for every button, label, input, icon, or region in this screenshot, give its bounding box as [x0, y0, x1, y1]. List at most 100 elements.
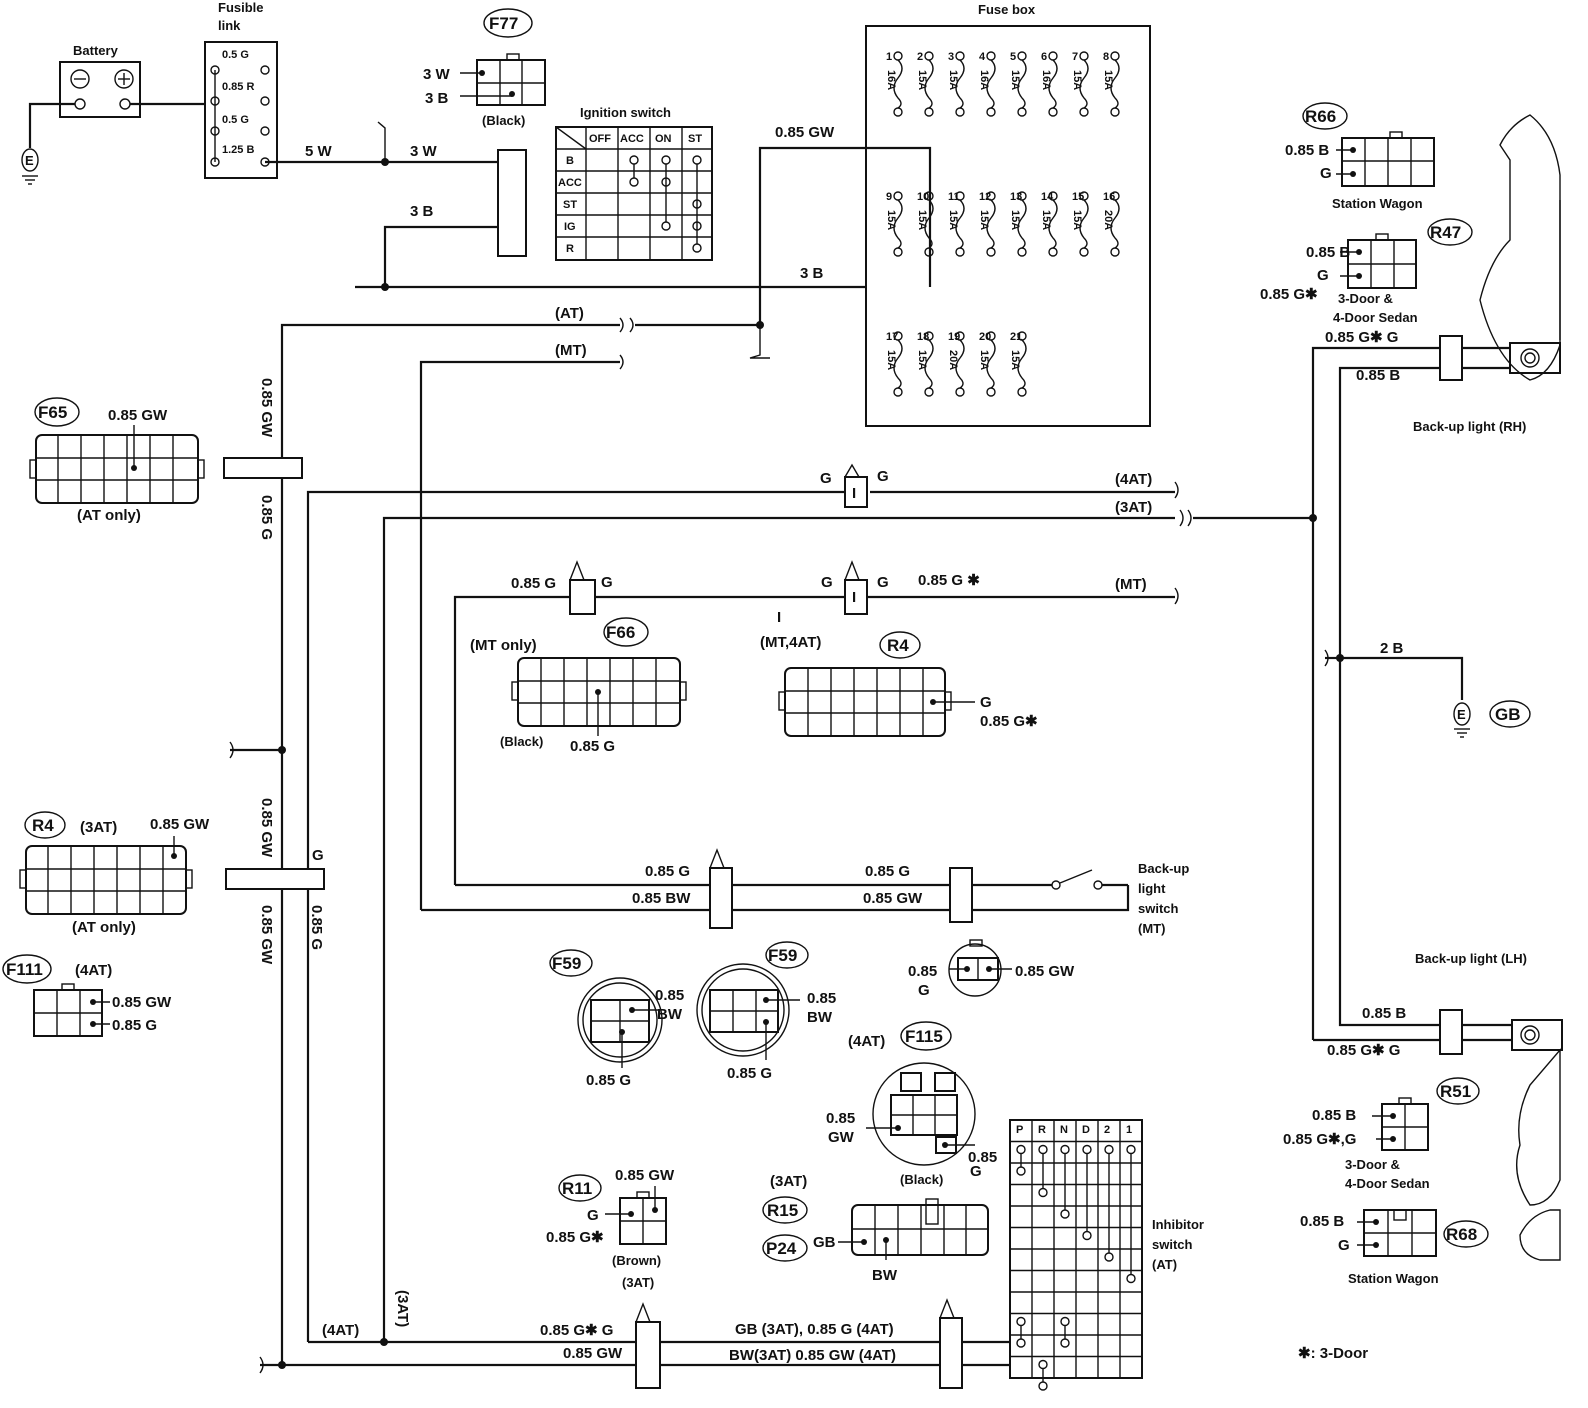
- svg-text:(MT): (MT): [1138, 921, 1165, 936]
- svg-text:F77: F77: [489, 14, 518, 33]
- svg-text:0.85 GW: 0.85 GW: [258, 905, 275, 965]
- svg-text:G: G: [1338, 1237, 1350, 1254]
- backup-switch-connector: 0.85 G 0.85 GW: [908, 939, 1075, 999]
- svg-text:0.85 G: 0.85 G: [511, 575, 556, 592]
- svg-text:0.85 GW: 0.85 GW: [563, 1345, 623, 1362]
- svg-text:0.85 R: 0.85 R: [222, 81, 254, 93]
- connector-r51: R51 0.85 B 0.85 G✱,G 3-Door & 4-Door Sed…: [1283, 1077, 1480, 1191]
- svg-text:G: G: [821, 574, 833, 591]
- svg-text:Station Wagon: Station Wagon: [1348, 1271, 1439, 1286]
- fuse-number: 16: [1103, 191, 1115, 203]
- svg-text:0.85: 0.85: [807, 990, 836, 1007]
- svg-text:(4AT): (4AT): [848, 1033, 885, 1050]
- svg-text:R51: R51: [1440, 1082, 1471, 1101]
- svg-text:(AT only): (AT only): [72, 919, 136, 936]
- svg-text:G: G: [820, 470, 832, 487]
- svg-text:0.85 GW: 0.85 GW: [150, 816, 210, 833]
- connector-r66: R66 0.85 B G Station Wagon: [1285, 102, 1435, 211]
- svg-text:(4AT): (4AT): [75, 962, 112, 979]
- svg-text:0.85 G✱ G: 0.85 G✱ G: [1327, 1042, 1400, 1059]
- svg-text:R: R: [1038, 1124, 1046, 1136]
- svg-text:0.85: 0.85: [908, 963, 937, 980]
- svg-text:0.85 G: 0.85 G: [865, 863, 910, 880]
- fuse-amperage: 20A: [1102, 210, 1114, 230]
- svg-text:0.85 G✱ G: 0.85 G✱ G: [1325, 329, 1398, 346]
- svg-text:G: G: [1317, 267, 1329, 284]
- fuse-amperage: 16A: [885, 70, 897, 90]
- fuse-11: 11 15A: [947, 191, 965, 257]
- svg-text:ST: ST: [688, 133, 702, 145]
- svg-text:D: D: [1082, 1124, 1090, 1136]
- svg-text:N: N: [1060, 1124, 1068, 1136]
- fuse-number: 11: [948, 191, 960, 203]
- backup-light-rh-housing: [1479, 114, 1561, 381]
- svg-text:B: B: [566, 155, 574, 167]
- svg-text:E: E: [1457, 707, 1466, 722]
- svg-text:(3AT): (3AT): [80, 819, 117, 836]
- svg-text:I: I: [777, 609, 781, 626]
- svg-text:switch: switch: [1138, 901, 1179, 916]
- ignition-switch-table: Ignition switch OFF ACC ON ST B ACC ST I…: [555, 105, 713, 261]
- svg-text:0.85 G: 0.85 G: [112, 1017, 157, 1034]
- connector-r47: R47 0.85 B G 0.85 G✱ 3-Door & 4-Door Sed…: [1260, 218, 1473, 325]
- battery: Battery: [59, 43, 141, 118]
- fuse-amperage: 15A: [947, 210, 959, 230]
- svg-text:0.85 G: 0.85 G: [570, 738, 615, 755]
- ground-e-battery: E: [21, 148, 39, 185]
- svg-text:R4: R4: [887, 636, 909, 655]
- svg-text:F59: F59: [552, 954, 581, 973]
- svg-text:Back-up: Back-up: [1138, 861, 1189, 876]
- svg-text:0.85 GW: 0.85 GW: [258, 378, 275, 438]
- wire-label-4at: (4AT): [1115, 471, 1152, 488]
- fuse-amperage: 15A: [1071, 210, 1083, 230]
- svg-text:3 W: 3 W: [423, 66, 451, 83]
- svg-text:0.85 B: 0.85 B: [1300, 1213, 1344, 1230]
- connector-f65: F65 0.85 GW (AT only): [29, 397, 205, 524]
- connector-f59-left: F59 0.85 BW 0.85 G: [549, 949, 684, 1089]
- svg-text:switch: switch: [1152, 1237, 1193, 1252]
- fuse-amperage: 15A: [885, 210, 897, 230]
- svg-text:BW: BW: [807, 1009, 833, 1026]
- svg-text:OFF: OFF: [589, 133, 611, 145]
- ground-gb: E GB: [1453, 700, 1531, 738]
- svg-text:(4AT): (4AT): [322, 1322, 359, 1339]
- svg-text:(3AT): (3AT): [394, 1290, 411, 1327]
- svg-text:0.85 G✱: 0.85 G✱: [1260, 286, 1318, 303]
- fuse-amperage: 15A: [1071, 70, 1083, 90]
- svg-text:0.85 GW: 0.85 GW: [1015, 963, 1075, 980]
- connector-f77: F77 3 W 3 B (Black): [423, 8, 546, 128]
- fuse-amperage: 15A: [1009, 350, 1021, 370]
- fuse-number: 9: [886, 191, 892, 203]
- connector-r4-mid: R4 G 0.85 G✱: [778, 631, 1038, 737]
- svg-text:R15: R15: [767, 1201, 798, 1220]
- svg-text:4-Door Sedan: 4-Door Sedan: [1345, 1176, 1430, 1191]
- svg-text:R47: R47: [1430, 223, 1461, 242]
- svg-text:(MT): (MT): [1115, 576, 1147, 593]
- svg-text:0.85 G✱ G: 0.85 G✱ G: [540, 1322, 613, 1339]
- svg-text:BW(3AT) 0.85 GW (4AT): BW(3AT) 0.85 GW (4AT): [729, 1347, 896, 1364]
- svg-text:(3AT): (3AT): [770, 1173, 807, 1190]
- svg-text:F59: F59: [768, 946, 797, 965]
- connector-f59-right: F59 0.85 BW 0.85 G: [696, 941, 836, 1082]
- fuse-number: 8: [1103, 51, 1109, 63]
- fuse-amperage: 15A: [978, 210, 990, 230]
- connector-r68: R68 0.85 B G Station Wagon: [1300, 1209, 1489, 1286]
- svg-text:I: I: [852, 589, 856, 606]
- wire-label-3w: 3 W: [410, 143, 438, 160]
- fuse-number: 7: [1072, 51, 1078, 63]
- fuse-amperage: 15A: [916, 350, 928, 370]
- fuse-amperage: 15A: [1009, 210, 1021, 230]
- fuse-amperage: 15A: [1040, 210, 1052, 230]
- svg-text:F66: F66: [606, 623, 635, 642]
- fuse-number: 3: [948, 51, 954, 63]
- svg-text:G: G: [877, 468, 889, 485]
